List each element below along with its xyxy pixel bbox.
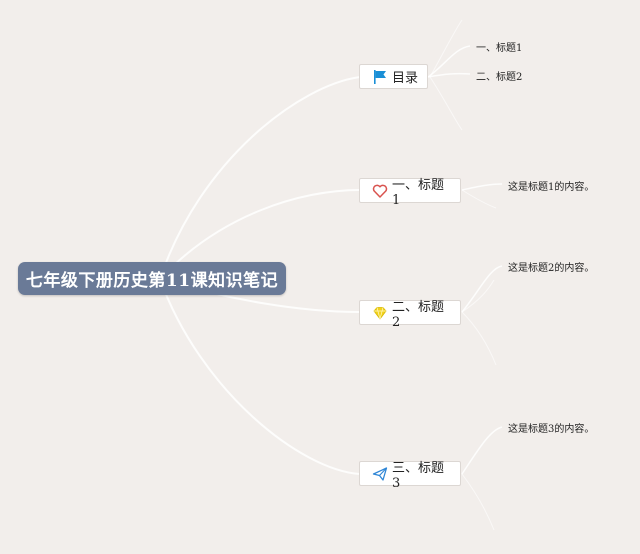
branch-root-toc xyxy=(159,76,361,280)
section-3-content[interactable]: 这是标题3的内容。 xyxy=(508,424,595,435)
section-1-content[interactable]: 这是标题1的内容。 xyxy=(508,182,595,193)
branch-toc-fan-1 xyxy=(429,19,463,78)
branch-section-2-fan-2 xyxy=(461,279,495,313)
toc-item-1[interactable]: 一、标题1 xyxy=(476,43,523,54)
toc-label: 目录 xyxy=(392,71,419,86)
section-1-label: 一、标题1 xyxy=(392,177,445,208)
section-2-label: 二、标题2 xyxy=(392,299,445,330)
root-topic[interactable]: 七年级下册历史第11课知识笔记 xyxy=(18,262,286,295)
branch-section-1-fan xyxy=(461,189,497,209)
branch-section-3-fan xyxy=(461,473,495,531)
section-3-label: 三、标题3 xyxy=(392,460,445,491)
branch-section-3-content xyxy=(461,426,503,475)
toc-item-2[interactable]: 二、标题2 xyxy=(476,72,523,83)
root-topic-label: 七年级下册历史第11课知识笔记 xyxy=(25,271,279,291)
branch-root-section-1 xyxy=(159,189,361,280)
branch-section-1-content xyxy=(461,183,503,191)
diamond-icon xyxy=(372,305,388,321)
branch-section-2-fan-1 xyxy=(461,311,497,366)
section-1-node[interactable]: 一、标题1 xyxy=(359,178,461,208)
section-3-node[interactable]: 三、标题3 xyxy=(359,461,461,491)
section-2-content[interactable]: 这是标题2的内容。 xyxy=(508,263,595,274)
branch-root-section-3 xyxy=(159,278,361,475)
branch-toc-fan-2 xyxy=(429,76,463,131)
branch-toc-item-1 xyxy=(427,45,471,78)
heart-icon xyxy=(372,183,388,199)
toc-node[interactable]: 目录 xyxy=(359,64,428,89)
branch-section-2-content xyxy=(461,265,503,313)
flag-icon xyxy=(372,69,388,85)
branch-toc-item-2 xyxy=(427,72,471,78)
section-2-node[interactable]: 二、标题2 xyxy=(359,300,461,330)
paper-plane-icon xyxy=(372,466,388,482)
